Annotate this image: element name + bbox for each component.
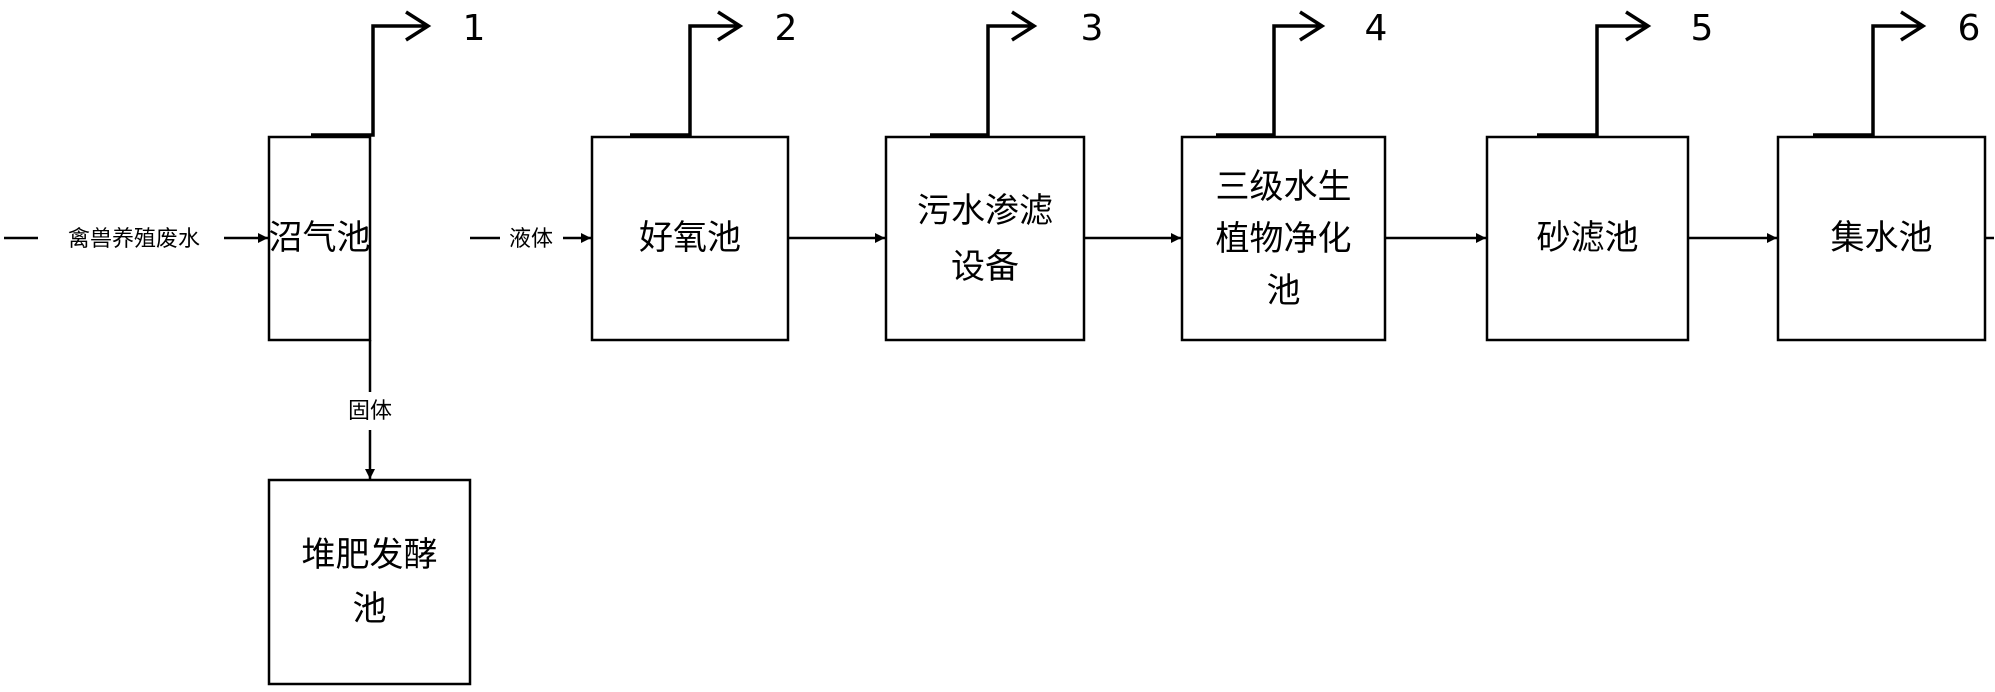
outlet-arrow-2 <box>630 10 744 137</box>
outlet-arrow-4 <box>1216 10 1326 137</box>
outlet-arrow-3 <box>930 10 1038 137</box>
outlet-number-5: 5 <box>1691 8 1714 49</box>
outlet-number-1: 1 <box>463 8 486 49</box>
outlet-number-3: 3 <box>1081 8 1104 49</box>
box-collection-tank-label: 集水池 <box>1831 218 1933 258</box>
outlet-number-6: 6 <box>1958 8 1981 49</box>
outlet-number-2: 2 <box>775 8 798 49</box>
box-aerobic-tank-label: 好氧池 <box>639 218 741 258</box>
solid-label: 固体 <box>348 399 392 424</box>
outlet-arrow-1 <box>311 10 432 137</box>
box-compost-line-2: 池 <box>353 589 387 629</box>
liquid-label: 液体 <box>509 227 553 252</box>
outlet-arrow-6 <box>1813 10 1927 137</box>
box-aquatic-plant-line-2: 植物净化 <box>1216 219 1352 259</box>
box-aquatic-plant-line-3: 池 <box>1267 271 1301 311</box>
box-biogas-tank-label: 沼气池 <box>269 218 371 258</box>
input-label: 禽兽养殖废水 <box>68 227 200 252</box>
box-aquatic-plant-purification-tank: 三级水生 植物净化 池 <box>1180 135 1387 342</box>
outlet-number-4: 4 <box>1365 8 1388 49</box>
box-aquatic-plant-line-1: 三级水生 <box>1216 167 1352 207</box>
box-sand-filter-tank-label: 砂滤池 <box>1537 218 1639 258</box>
box-sand-filter-tank: 砂滤池 <box>1485 135 1690 342</box>
box-seepage-filter-equipment: 污水渗滤 设备 <box>884 135 1086 342</box>
box-aerobic-tank: 好氧池 <box>590 135 790 342</box>
box-biogas-tank: 沼气池 <box>267 135 372 342</box>
box-seepage-filter-line-2: 设备 <box>951 247 1019 287</box>
box-compost-fermentation-tank: 堆肥发酵 池 <box>267 478 472 686</box>
box-seepage-filter-line-1: 污水渗滤 <box>917 191 1053 231</box>
box-collection-tank: 集水池 <box>1776 135 1987 342</box>
outlet-arrow-5 <box>1537 10 1652 137</box>
box-compost-line-1: 堆肥发酵 <box>302 535 438 575</box>
